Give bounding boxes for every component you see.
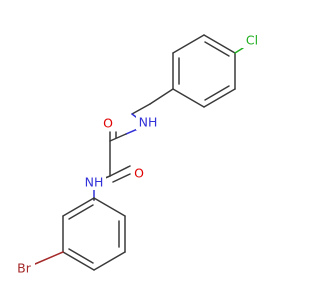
bond	[203, 88, 236, 108]
bond	[172, 88, 205, 108]
double-bond	[204, 41, 230, 57]
atom-label-bromine: Br	[13, 260, 35, 276]
atom-label-nh-top: NH	[136, 114, 160, 130]
carbonyl-oxygen-bottom-label: O	[134, 166, 144, 181]
atom-label-nh-bottom: NH	[82, 174, 106, 190]
chlorophenyl-ring	[172, 34, 236, 108]
carbonyl-double-bond	[109, 165, 131, 177]
bond	[93, 197, 126, 217]
double-bond	[68, 204, 94, 220]
chlorine-label: Cl	[246, 33, 258, 48]
carbonyl-double-bond	[112, 173, 131, 183]
double-bond	[68, 248, 94, 264]
atom-label-oxygen-right: O	[131, 165, 147, 181]
bromophenyl-ring	[62, 197, 126, 271]
bond	[93, 251, 126, 271]
bond-to-chlorine	[234, 47, 244, 54]
atom-label-chlorine: Cl	[242, 32, 262, 48]
carbonyl-oxygen-top-label: O	[103, 116, 113, 131]
bond	[149, 88, 174, 105]
bond	[109, 133, 127, 142]
bond	[172, 34, 205, 54]
molecule-structure-diagram: Cl NH O O NH Br	[13, 32, 262, 276]
bond	[62, 251, 95, 271]
bond	[131, 103, 151, 115]
amide-nitrogen-bottom-label: NH	[85, 175, 104, 190]
bromine-label: Br	[17, 261, 32, 276]
bond	[62, 197, 95, 217]
bond	[203, 34, 236, 54]
double-bond	[204, 85, 230, 101]
atom-label-oxygen-left: O	[100, 115, 116, 131]
amide-nitrogen-top-label: NH	[139, 115, 158, 130]
bond-to-bromine	[34, 251, 64, 265]
